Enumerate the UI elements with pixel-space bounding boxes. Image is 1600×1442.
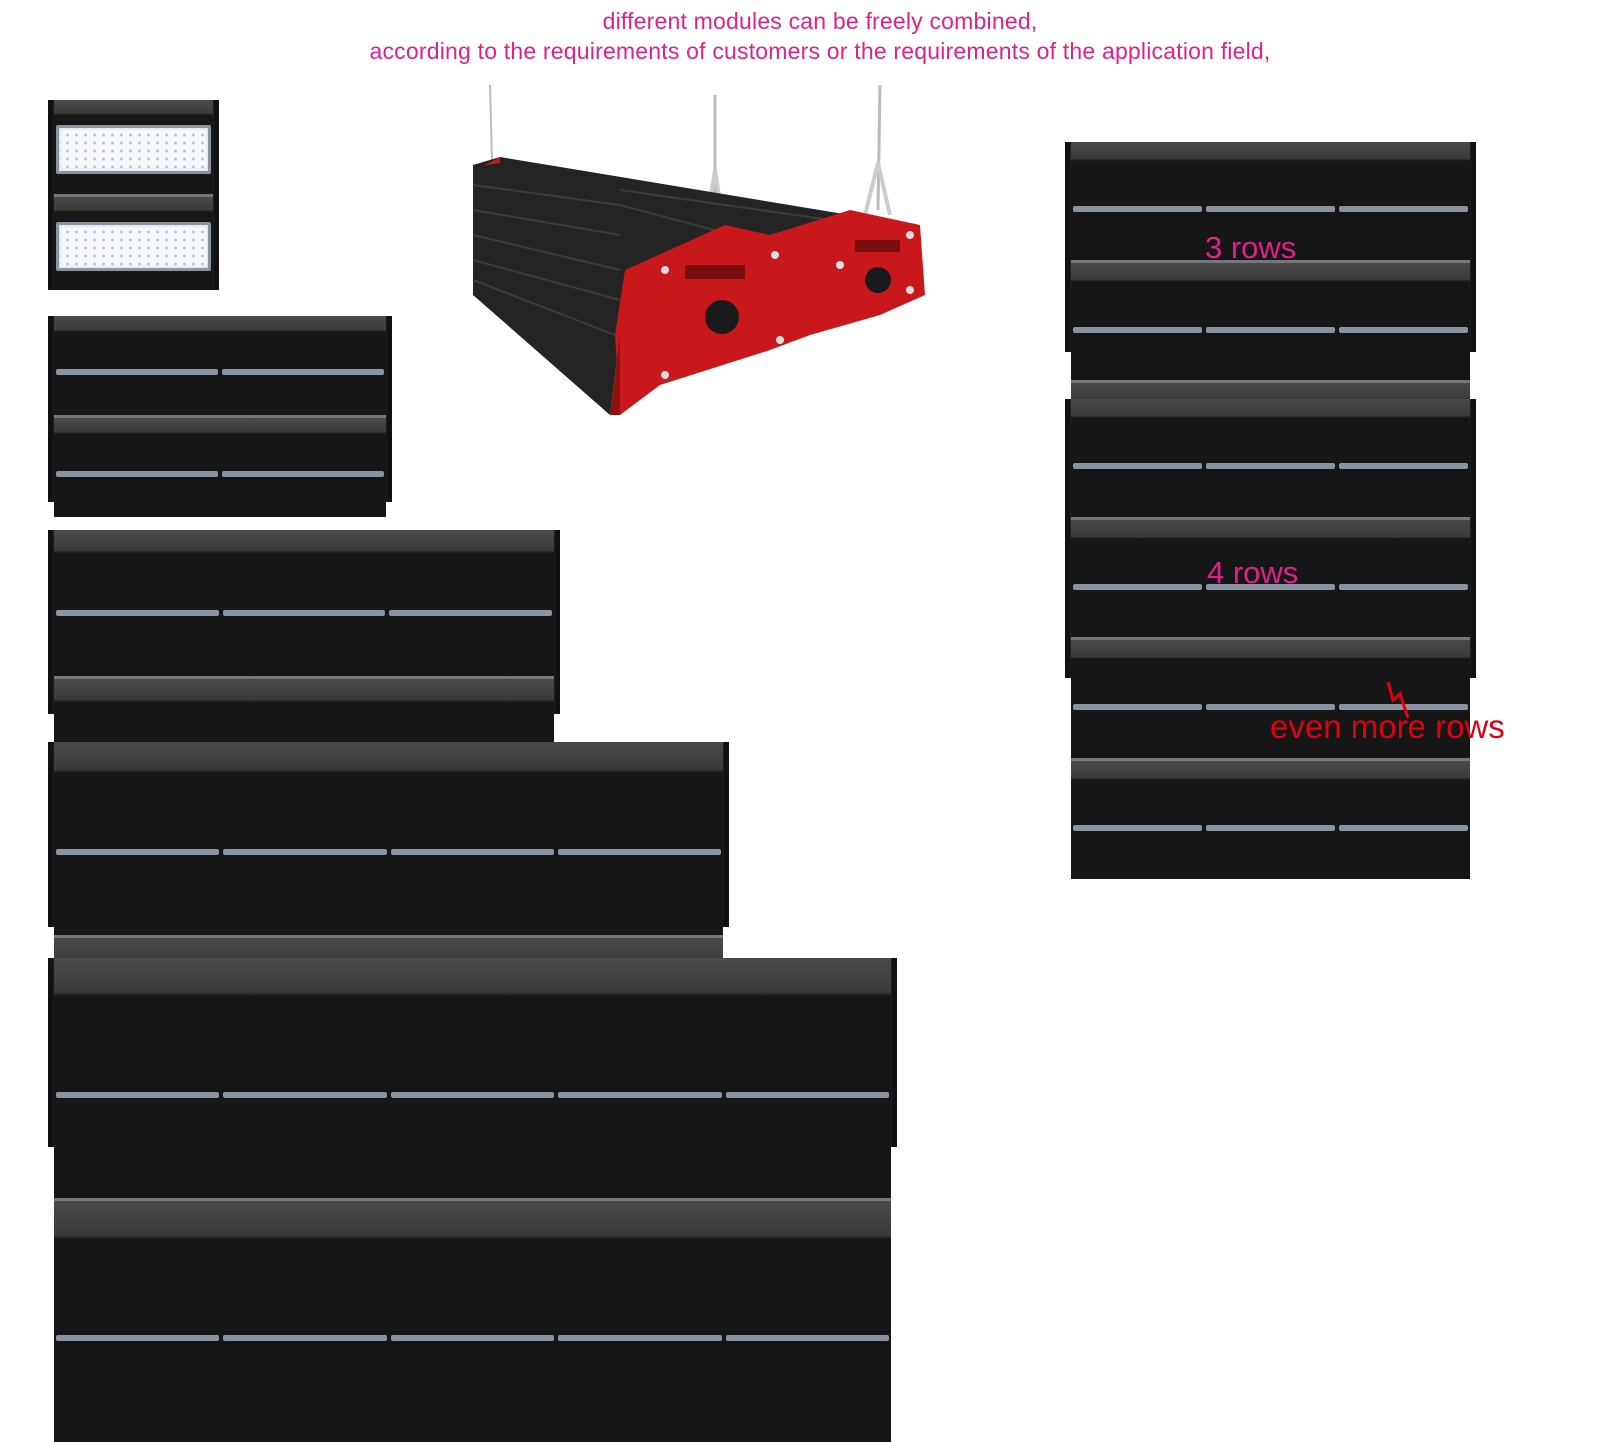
led-module <box>223 849 387 856</box>
four-rows-label: 4 rows <box>1207 555 1299 590</box>
zigzag-arrow-icon <box>1386 681 1410 719</box>
module-strip <box>54 197 213 291</box>
led-module <box>223 1335 387 1342</box>
module-strip <box>54 316 386 415</box>
led-module <box>1073 824 1202 831</box>
led-module <box>1073 326 1202 333</box>
fixture-row <box>1071 519 1470 641</box>
led-module <box>1206 205 1335 212</box>
led-module <box>56 1335 220 1342</box>
led-module <box>1339 583 1468 590</box>
pendant-light-product-image <box>472 85 925 415</box>
module-strip <box>1071 761 1470 879</box>
led-module <box>557 849 721 856</box>
module-strip <box>54 100 213 194</box>
led-fixture-2x3 <box>48 530 560 825</box>
module-strip <box>54 742 723 935</box>
led-module <box>222 471 384 478</box>
led-fixture-2x1 <box>48 100 219 291</box>
led-module <box>1339 326 1468 333</box>
led-module <box>1206 326 1335 333</box>
led-module <box>390 1335 555 1342</box>
led-module <box>1339 205 1468 212</box>
fixture-row <box>1071 142 1470 263</box>
caption-line-2: according to the requirements of custome… <box>369 38 1271 64</box>
led-module <box>1206 462 1335 469</box>
led-module <box>390 849 554 856</box>
led-module <box>222 369 384 376</box>
module-strip <box>54 1201 891 1441</box>
fixture-row <box>1071 262 1470 384</box>
led-module <box>1206 704 1335 711</box>
led-module <box>1073 583 1202 590</box>
caption-line-1: different modules can be freely combined… <box>602 8 1038 34</box>
led-module <box>558 1091 722 1098</box>
led-module <box>1339 824 1468 831</box>
led-module <box>390 1091 555 1098</box>
led-module <box>56 1091 220 1098</box>
led-module <box>725 1335 890 1342</box>
fixture-row <box>1071 761 1470 879</box>
led-module <box>56 125 211 175</box>
led-module <box>1206 824 1335 831</box>
led-module <box>1073 462 1202 469</box>
led-fixture-2x5 <box>48 958 897 1442</box>
fixture-row <box>54 316 386 418</box>
fixture-row <box>54 196 213 291</box>
module-strip <box>1071 520 1470 638</box>
module-strip <box>1071 399 1470 517</box>
module-strip <box>1071 263 1470 381</box>
even-more-rows-label: even more rows <box>1270 708 1505 745</box>
module-strip <box>1071 142 1470 260</box>
fixture-row <box>54 742 723 939</box>
led-module <box>56 471 218 478</box>
led-module <box>389 610 553 616</box>
fixture-row <box>54 417 386 517</box>
led-module <box>56 221 211 271</box>
fixture-row <box>54 958 891 1202</box>
led-module <box>1339 462 1468 469</box>
led-module <box>725 1091 890 1098</box>
three-rows-label: 3 rows <box>1205 230 1297 265</box>
led-module <box>222 610 386 616</box>
module-strip <box>54 418 386 517</box>
fixture-row <box>1071 399 1470 520</box>
fixture-row <box>54 1201 891 1442</box>
led-module <box>56 610 219 616</box>
fixture-row <box>54 530 554 679</box>
led-module <box>558 1335 722 1342</box>
led-module <box>56 849 220 856</box>
led-module <box>1206 583 1335 590</box>
led-module <box>1073 205 1202 212</box>
led-module <box>1073 704 1202 711</box>
led-module <box>223 1091 387 1098</box>
led-fixture-2x4 <box>48 742 729 1132</box>
module-strip <box>54 530 554 676</box>
fixture-row <box>54 100 213 197</box>
module-strip <box>54 958 891 1198</box>
led-fixture-4x3 <box>1065 399 1476 879</box>
led-fixture-2x2 <box>48 316 392 517</box>
led-module <box>56 369 218 376</box>
